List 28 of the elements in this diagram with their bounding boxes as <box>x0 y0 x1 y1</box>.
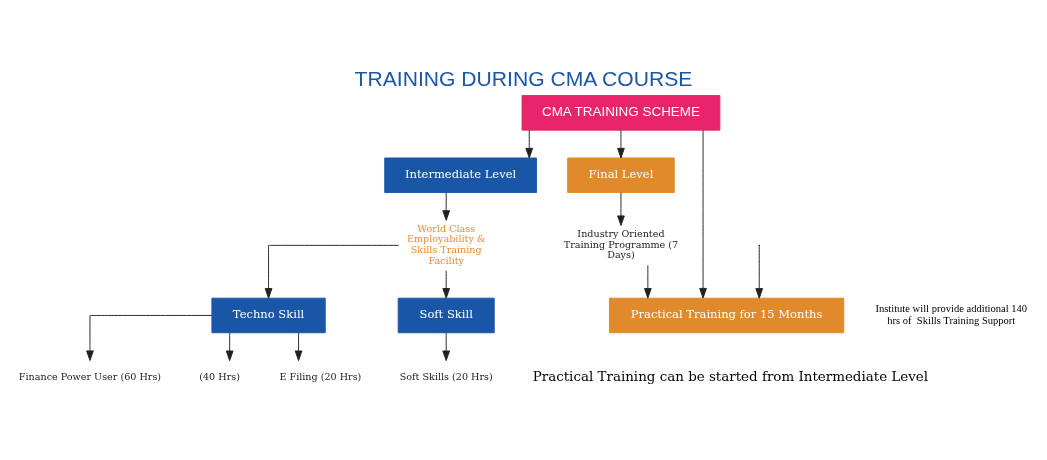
node-text: World Class Employability & Skills Training Facility <box>406 222 486 266</box>
node-box: Soft Skill <box>397 297 495 334</box>
arrow <box>442 192 451 221</box>
arrow <box>442 332 451 362</box>
node-text: Soft Skills (20 Hrs) <box>399 371 493 383</box>
node-box: Techno Skill <box>211 297 326 334</box>
arrow <box>699 130 707 299</box>
arrow <box>225 332 234 362</box>
node-box: Intermediate Level <box>384 157 537 194</box>
node-box: CMA TRAINING SCHEME <box>521 95 721 131</box>
node-text: Industry Oriented Training Programme (7 Days) <box>563 228 679 261</box>
node-text: Finance Power User (60 Hrs) <box>18 371 162 383</box>
label: Institute will provide additional 140 hrs of Skills Training Support <box>875 303 1028 326</box>
node-box: Practical Training for 15 Months <box>608 297 845 334</box>
node-box: Final Level <box>567 157 675 194</box>
arrow <box>264 244 400 299</box>
arrow <box>442 270 451 299</box>
arrow <box>644 264 652 299</box>
node-text: (40 Hrs) <box>199 371 240 383</box>
arrow <box>86 314 213 361</box>
arrow <box>525 129 534 159</box>
arrow <box>617 192 625 226</box>
caption: Practical Training can be started from Intermediate Level <box>532 369 929 385</box>
arrow <box>294 332 303 362</box>
diagram-title: TRAINING DURING CMA COURSE <box>354 66 693 90</box>
node-text: E Filing (20 Hrs) <box>279 371 362 383</box>
arrow <box>617 129 625 159</box>
arrow <box>755 245 764 299</box>
